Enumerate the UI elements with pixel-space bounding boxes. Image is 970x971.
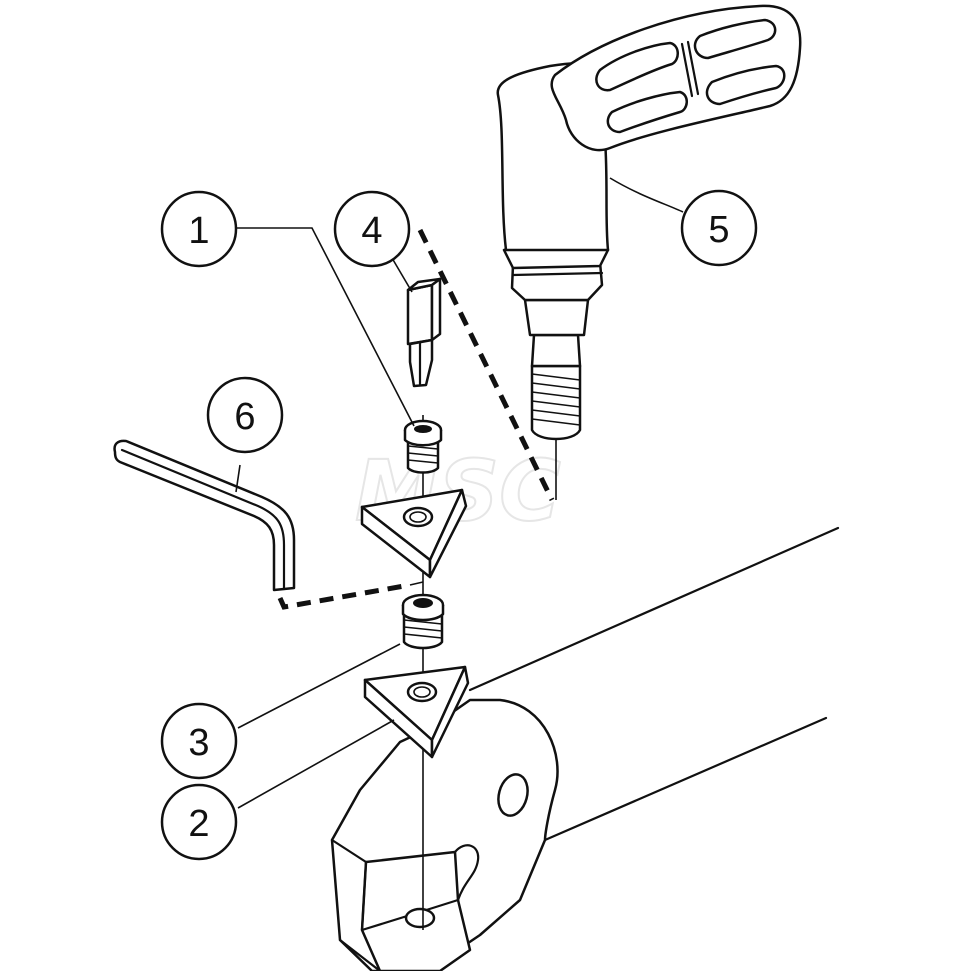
callout-2: 2: [160, 783, 238, 861]
tool-holder: [330, 526, 840, 971]
shim: [363, 665, 470, 759]
callout-5: 5: [680, 189, 758, 267]
callout-1-label: 1: [188, 210, 209, 252]
screwdriver-bit: [406, 277, 442, 388]
callout-6-label: 6: [234, 396, 255, 438]
callout-4-label: 4: [361, 210, 382, 252]
cutting-insert: [360, 488, 468, 579]
insert-screw: [403, 419, 443, 474]
callout-5-label: 5: [708, 209, 729, 251]
hex-key-guide-line: [277, 582, 411, 610]
callout-6: 6: [206, 376, 284, 454]
bit-guide-line: [417, 228, 555, 502]
callout-3-label: 3: [188, 722, 209, 764]
callout-2-label: 2: [188, 803, 209, 845]
hex-key: [113, 439, 296, 592]
shim-screw: [401, 593, 445, 650]
callout-3: 3: [160, 702, 238, 780]
leader-lines: [235, 177, 684, 809]
callout-4: 4: [333, 190, 411, 268]
callout-1: 1: [160, 190, 238, 268]
torque-screwdriver: [496, 4, 802, 441]
